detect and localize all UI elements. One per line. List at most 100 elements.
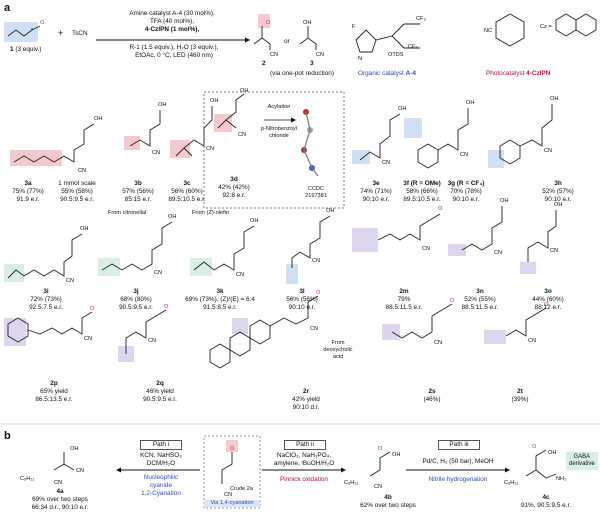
svg-text:CN: CN <box>422 246 430 252</box>
svg-text:O: O <box>266 20 271 26</box>
svg-text:O: O <box>378 446 383 452</box>
svg-text:CN: CN <box>78 168 86 174</box>
carbazole-right <box>575 13 597 37</box>
caption-3o: 3o 44% (60%) 88:12 e.r. <box>532 288 564 311</box>
c5h11-4a: C₅H₁₁ <box>20 476 35 482</box>
svg-text:CN: CN <box>374 484 382 490</box>
svg-text:OH: OH <box>548 450 556 456</box>
svg-text:O: O <box>438 206 443 212</box>
svg-text:CN: CN <box>152 150 160 156</box>
svg-text:CN: CN <box>528 338 536 344</box>
caption-3a-scale: 1 mmol scale 55% (58%) 90.5:9.5 e.r. <box>58 180 96 203</box>
svg-text:OH: OH <box>70 446 78 452</box>
svg-text:CN: CN <box>54 480 62 486</box>
caption-3a: 3a 75% (77%) 91.9 e.r. <box>12 180 44 203</box>
svg-text:CN: CN <box>312 258 320 264</box>
svg-text:OH: OH <box>500 198 508 204</box>
svg-text:CN: CN <box>84 336 92 342</box>
condition-line-4: R-1 (1.5 equiv.), H₂O (3 equiv.), <box>129 44 219 51</box>
caption-3g: 3g (R = CF₃) 70% (78%) 90:10 e.r. <box>447 180 485 203</box>
caption-3c: 3c 56% (60%) 89.5:10.5 e.r. <box>168 180 206 203</box>
svg-text:O: O <box>532 444 537 450</box>
condition-line-2: TFA (40 mol%), <box>149 18 195 25</box>
product-4c: 4c 91%, 90.5:9.5 e.r. <box>520 494 572 509</box>
acyl-reagent: p-Nitrobenzoyl chloride <box>260 126 298 139</box>
caption-2p: 2p 65% yield 86.5:13.5 e.r. <box>35 380 73 403</box>
path-iii-conditions: Pd/C, H₂ (50 bar), MeOH <box>422 458 494 465</box>
compound-3d-box <box>203 91 345 209</box>
svg-text:CN: CN <box>494 250 502 256</box>
caption-3n: 3n 52% (55%) 88.5:11.5 e.r. <box>461 288 499 311</box>
panel-label-b: b <box>4 430 11 442</box>
product3-bonds <box>299 26 317 50</box>
path-iii-label: Path iii <box>438 440 480 450</box>
czipn-ring <box>495 13 525 47</box>
svg-text:OH: OH <box>240 88 248 94</box>
svg-text:OH: OH <box>303 20 311 26</box>
cn-label: NC <box>484 28 493 34</box>
reaction-arrowhead <box>245 37 250 43</box>
caption-3k: 3k 69% (73%). (Z)/(E) = 6:4 91.5:8.5 e.r… <box>185 288 255 311</box>
otds-label: OTDS <box>388 52 404 58</box>
svg-text:OH: OH <box>466 100 474 106</box>
from-deoxycholic: From deoxycholic acid <box>323 340 353 360</box>
or-label: or <box>284 38 290 45</box>
product-4a: 4a 69% over two steps 66:34 d.r., 90:10 … <box>31 488 89 511</box>
svg-text:CN: CN <box>236 272 244 278</box>
caption-3j: 3j 68% (80%) 90.5:9.5 e.r. <box>119 288 153 311</box>
via-14-cyanation: Via 1,4-cyanation <box>204 500 260 507</box>
svg-text:OH: OH <box>392 452 400 458</box>
substrate-label: 1 (3 equiv.) <box>10 46 42 54</box>
svg-text:OH: OH <box>398 106 406 112</box>
path-i-conditions: KCN, NaHSO₃ DCM/H₂O <box>140 452 182 467</box>
caption-2t: 2t (39%) <box>511 388 529 403</box>
svg-text:NH₂: NH₂ <box>556 476 566 482</box>
svg-text:CN: CN <box>148 338 156 344</box>
svg-text:OH: OH <box>250 218 258 224</box>
path-ii-label: Path ii <box>284 440 326 450</box>
c5h11-4b: C₅H₁₁ <box>344 480 359 486</box>
svg-text:CN: CN <box>316 52 324 58</box>
svg-text:F: F <box>352 24 356 30</box>
aldehyde-highlight <box>258 14 270 28</box>
catalyst-ring <box>355 29 377 53</box>
svg-text:CN: CN <box>434 340 442 346</box>
caption-3b: 3b 57% (56%) 85:15 e.r. <box>122 180 154 203</box>
caption-3f: 3f (R = OMe) 58% (66%) 89.5:10.5 e.r. <box>403 180 441 203</box>
path-ii-conditions: NaClO₂, NaH₂PO₄, amylene, ᵗBuOH/H₂O <box>273 452 335 467</box>
c5h11-4c: C₅H₁₁ <box>504 480 519 486</box>
svg-text:O: O <box>90 306 95 312</box>
caption-3e: 3e 74% (71%) 90:10 e.r. <box>360 180 392 203</box>
condition-line-3: 4-CzIPN (1 mol%), <box>144 26 200 33</box>
svg-text:CN: CN <box>206 146 214 152</box>
caption-3l: 3l 56% (56%) 90:10 e.r. <box>286 288 318 311</box>
path-i-name: Nucleophilic cyanide 1,2-Cyanation <box>141 474 181 497</box>
catalyst-arms <box>375 23 420 49</box>
svg-text:CN: CN <box>382 160 390 166</box>
caption-3d: 3d 42% (42%) 92:8 e.r. <box>218 176 250 199</box>
caption-2s: 2s (46%) <box>423 388 441 403</box>
svg-text:CN: CN <box>544 148 552 154</box>
substrate-bonds <box>7 25 41 37</box>
cz-eq: Cz = <box>540 24 552 30</box>
svg-text:N: N <box>358 56 362 62</box>
svg-text:OH: OH <box>554 202 562 208</box>
svg-text:OH: OH <box>94 116 102 122</box>
svg-text:CN: CN <box>310 326 318 332</box>
reagent-tscn: TsCN <box>72 30 88 37</box>
path-iii-name: Nitrile hydrogenation <box>428 476 488 483</box>
product2-bonds <box>253 26 271 50</box>
substrate-id: 1 <box>10 46 14 53</box>
cf3-label-2: CF₃ <box>408 44 418 50</box>
product-4b: 4b 62% over two steps <box>360 494 416 509</box>
path-i-label: Path i <box>140 440 182 450</box>
condition-line-5: EtOAc, 0 °C, LED (460 nm) <box>135 52 213 59</box>
plus-sign: + <box>58 28 64 38</box>
row3-structures: OCN OCN OCN OCN OCN <box>4 290 549 369</box>
svg-text:CN: CN <box>238 132 246 138</box>
svg-text:OH: OH <box>550 96 558 102</box>
svg-text:O: O <box>450 298 455 304</box>
